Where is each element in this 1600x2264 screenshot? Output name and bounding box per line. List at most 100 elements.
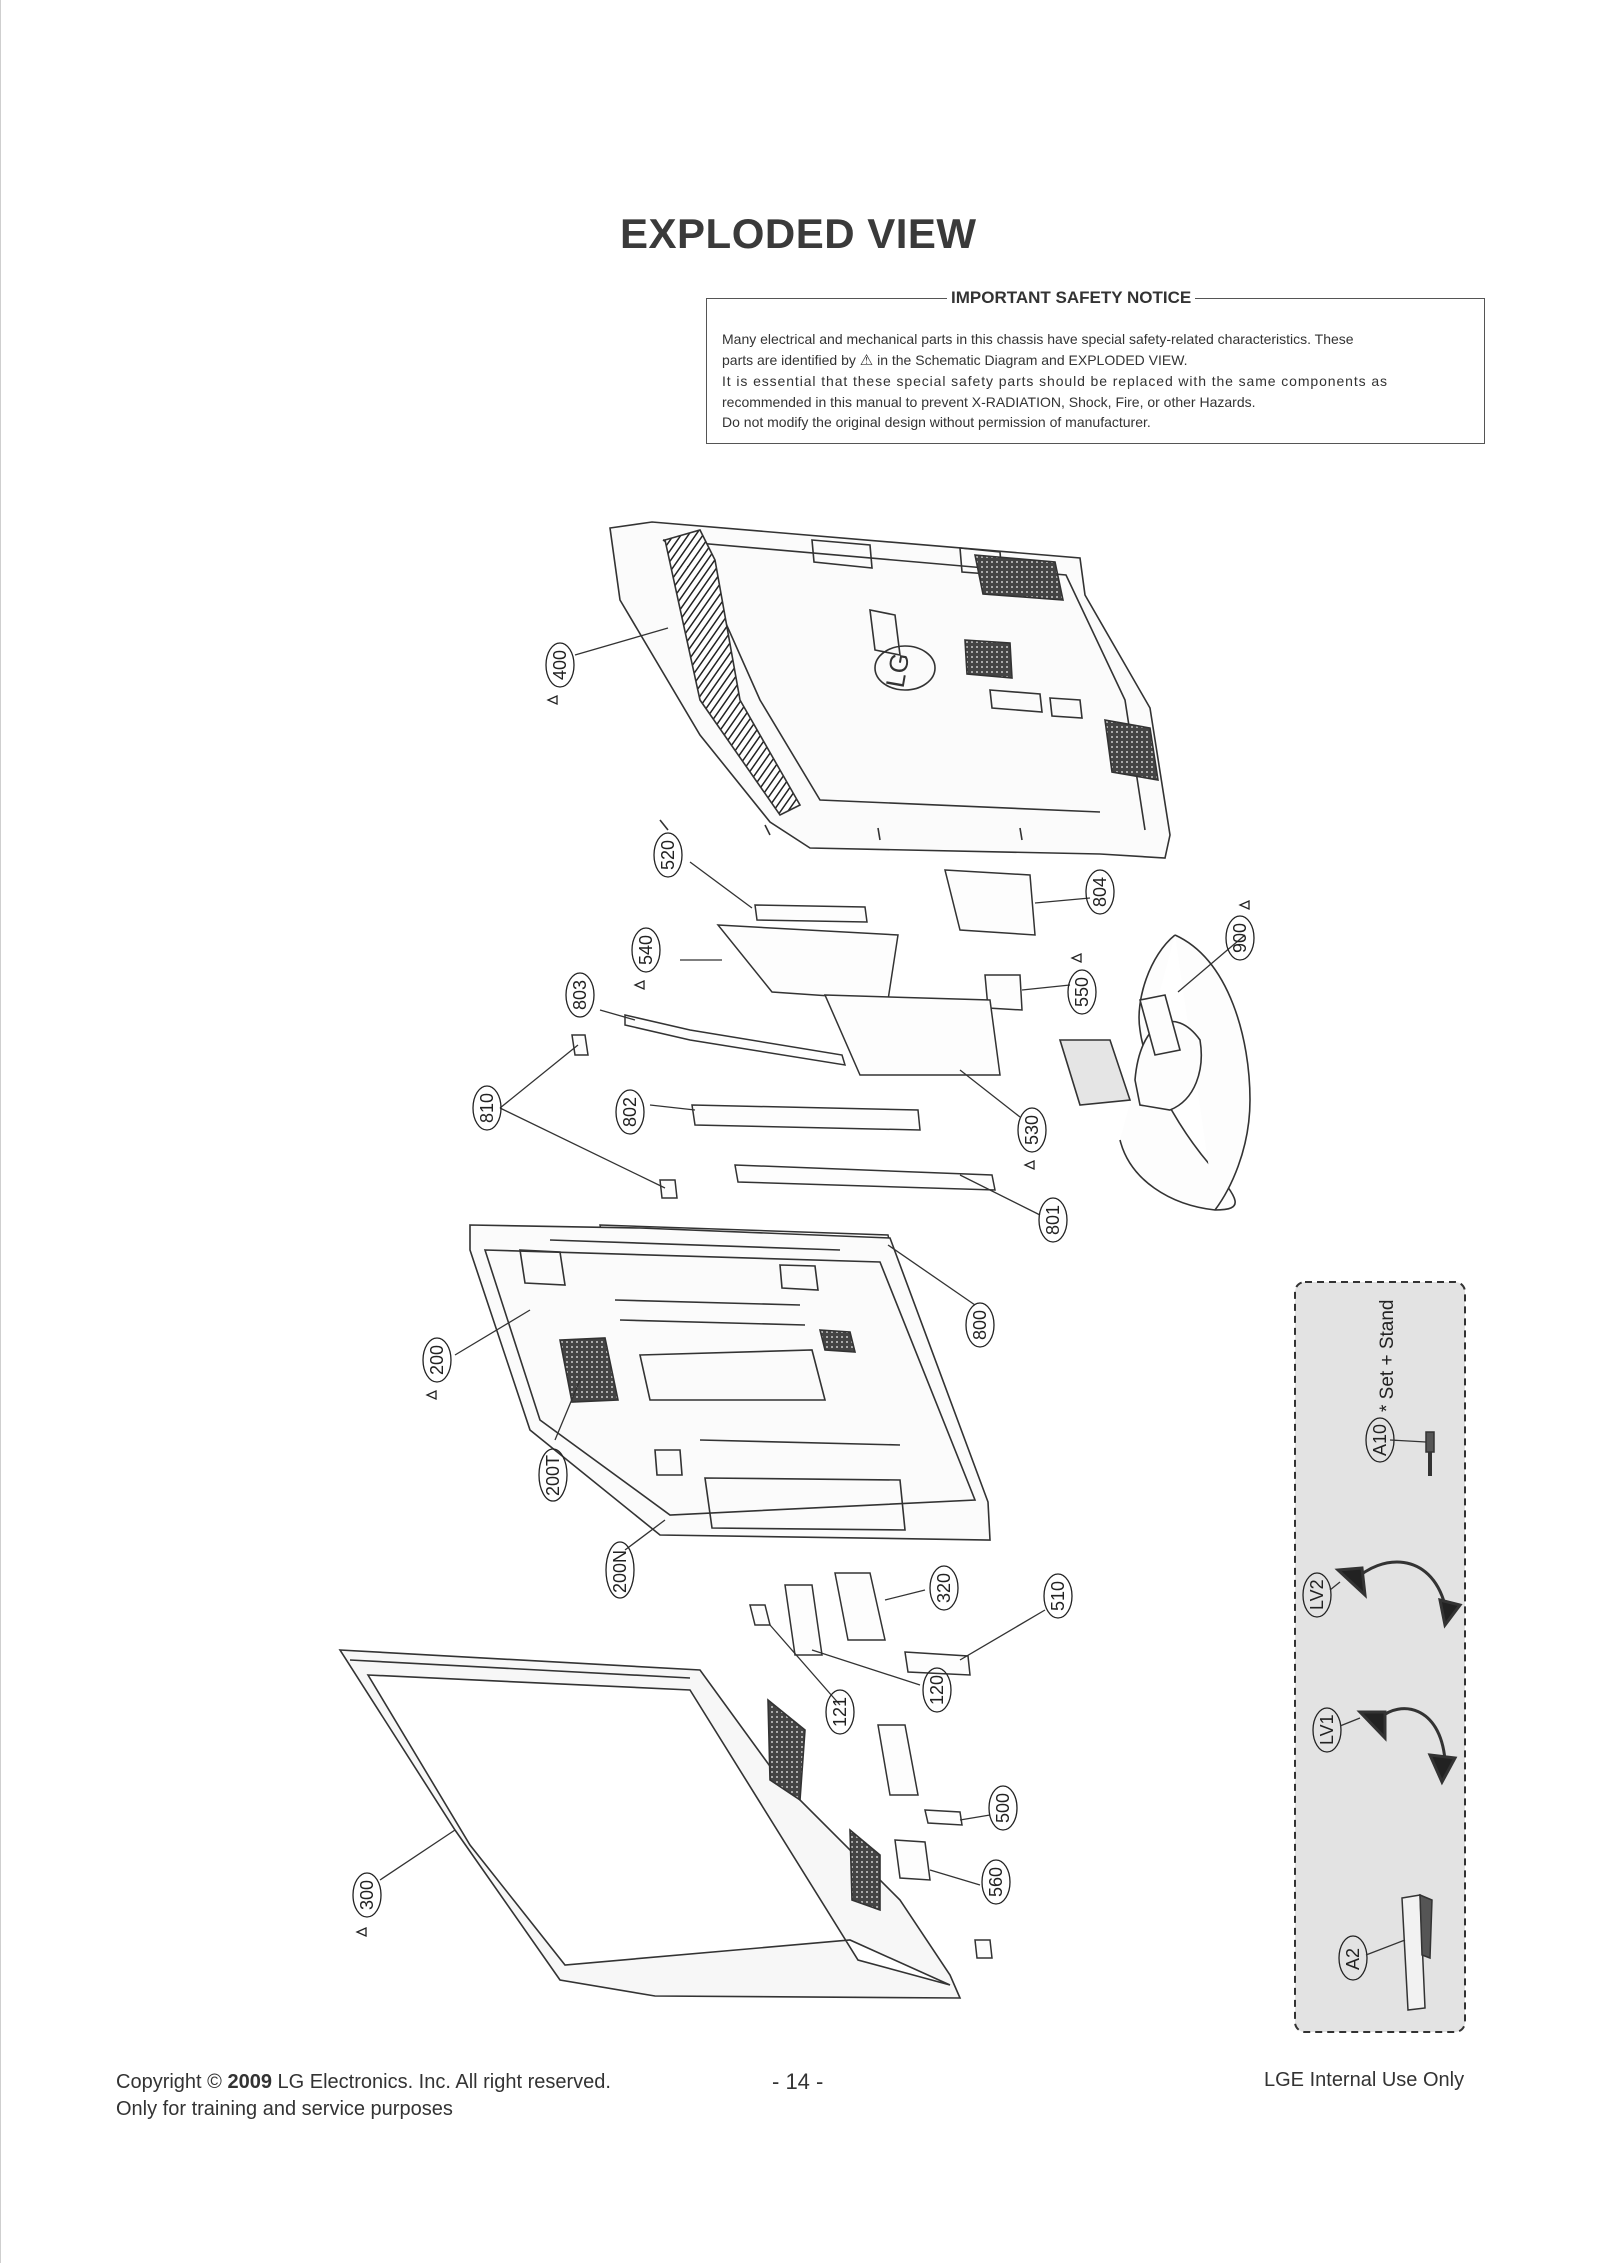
callout-200T: 200T: [538, 1448, 568, 1502]
notice-line-1: Many electrical and mechanical parts in …: [722, 331, 1354, 347]
warning-triangle-icon: [1238, 899, 1250, 911]
part-screw-front: [974, 1939, 993, 1959]
part-530-power-box: [823, 994, 1001, 1076]
warning-triangle-icon: [546, 694, 558, 706]
callouts: 400 520 540 803 810 802 804 550 900 530 …: [352, 642, 1255, 1918]
callout-530: 530: [1017, 1107, 1047, 1153]
part-804-bracket: [944, 869, 1036, 936]
callout-120: 120: [922, 1667, 952, 1713]
svg-text:400: 400: [550, 650, 570, 680]
callout-802: 802: [615, 1089, 645, 1135]
part-121-button: [749, 1604, 771, 1626]
part-120-speaker-top: [784, 1584, 823, 1656]
callout-800: 800: [965, 1302, 995, 1348]
warning-triangle-icon: ⚠: [859, 351, 874, 369]
part-500-board: [924, 1809, 963, 1826]
svg-text:200N: 200N: [610, 1550, 630, 1593]
svg-text:804: 804: [1090, 877, 1110, 907]
warning-triangle-icon: [1023, 1159, 1035, 1171]
lg-logo-text: LG: [880, 651, 916, 690]
svg-text:801: 801: [1043, 1205, 1063, 1235]
warning-triangle-icon: [633, 979, 645, 991]
part-120-speaker-bottom: [877, 1724, 919, 1796]
accessory-lv1-cable: [1356, 1707, 1458, 1786]
svg-text:A2: A2: [1343, 1948, 1363, 1970]
callout-520: 520: [653, 832, 683, 878]
safety-notice-box: IMPORTANT SAFETY NOTICE Many electrical …: [706, 288, 1485, 444]
svg-text:500: 500: [993, 1793, 1013, 1823]
warning-triangle-icon: [1070, 952, 1082, 964]
safety-markers: [355, 694, 1250, 1938]
accessory-lv2-cable: [1334, 1560, 1463, 1629]
front-bezel-part: [338, 1649, 962, 1999]
part-803-rail: [624, 1014, 847, 1066]
svg-text:800: 800: [970, 1310, 990, 1340]
svg-text:530: 530: [1022, 1115, 1042, 1145]
svg-text:LV2: LV2: [1307, 1579, 1327, 1610]
callout-200N: 200N: [605, 1541, 635, 1599]
inner-parts: [571, 869, 1036, 1246]
callout-803: 803: [565, 972, 595, 1018]
part-320-key-frame: [834, 1572, 886, 1641]
part-560-sensor: [894, 1839, 931, 1881]
part-801-rail: [734, 1164, 996, 1191]
safety-notice-body: Many electrical and mechanical parts in …: [722, 329, 1467, 433]
part-540-board: [716, 924, 899, 1001]
stand-part: [1058, 934, 1251, 1211]
page-title: EXPLODED VIEW: [620, 210, 977, 257]
svg-text:200T: 200T: [543, 1455, 563, 1496]
accessory-note: * Set + Stand: [1377, 1300, 1398, 1413]
notice-line-5: Do not modify the original design withou…: [722, 414, 1151, 430]
footer-internal-use: LGE Internal Use Only: [1264, 2069, 1465, 2091]
svg-text:550: 550: [1072, 977, 1092, 1007]
callout-320: 320: [929, 1565, 959, 1611]
part-510-keypad: [904, 1651, 971, 1676]
notice-line-2: parts are identified by ⚠ in the Schemat…: [722, 350, 1467, 372]
back-cover-part: LG: [609, 521, 1171, 859]
part-810-clip-top: [571, 1034, 589, 1056]
svg-text:560: 560: [986, 1867, 1006, 1897]
chassis-frame-part: [469, 1224, 991, 1541]
callout-500: 500: [988, 1785, 1018, 1831]
safety-notice-title: IMPORTANT SAFETY NOTICE: [947, 288, 1196, 308]
part-520-bracket: [754, 904, 868, 923]
accessory-a2-tool: [1401, 1893, 1433, 2011]
callout-LV2: LV2: [1302, 1572, 1332, 1618]
accessory-panel: A10 * Set + Stand LV2 LV1: [1294, 1281, 1466, 2033]
svg-text:803: 803: [570, 980, 590, 1010]
notice-line-3: It is essential that these special safet…: [722, 373, 1388, 389]
svg-text:802: 802: [620, 1097, 640, 1127]
lg-logo-emblem: [874, 645, 936, 691]
footer-training-note: Only for training and service purposes: [116, 2098, 453, 2120]
callout-A10: A10: [1365, 1417, 1395, 1463]
callout-400: 400: [545, 642, 575, 688]
callout-550: 550: [1067, 969, 1097, 1015]
small-parts: [749, 1572, 993, 1959]
callout-121: 121: [825, 1689, 855, 1735]
svg-text:510: 510: [1048, 1581, 1068, 1611]
notice-line-4: recommended in this manual to prevent X-…: [722, 393, 1256, 410]
leader-lines: [379, 627, 1246, 1886]
callout-540: 540: [631, 927, 661, 973]
warning-triangle-icon: [425, 1389, 437, 1401]
svg-text:540: 540: [636, 935, 656, 965]
part-550-connector: [984, 974, 1023, 1011]
svg-text:520: 520: [658, 840, 678, 870]
callout-804: 804: [1085, 869, 1115, 915]
svg-text:900: 900: [1230, 923, 1250, 953]
svg-text:121: 121: [830, 1697, 850, 1727]
footer-copyright: Copyright © 2009 LG Electronics. Inc. Al…: [116, 2069, 611, 2123]
part-802-rail: [691, 1104, 921, 1131]
callout-801: 801: [1038, 1197, 1068, 1243]
callout-810: 810: [472, 1085, 502, 1131]
svg-text:LV1: LV1: [1317, 1714, 1337, 1745]
accessory-leader-lines: [1329, 1439, 1427, 1956]
svg-text:300: 300: [357, 1880, 377, 1910]
callout-900: 900: [1225, 915, 1255, 961]
svg-text:120: 120: [927, 1675, 947, 1705]
callout-300: 300: [352, 1872, 382, 1918]
svg-text:A10: A10: [1370, 1424, 1390, 1456]
svg-text:200: 200: [427, 1345, 447, 1375]
